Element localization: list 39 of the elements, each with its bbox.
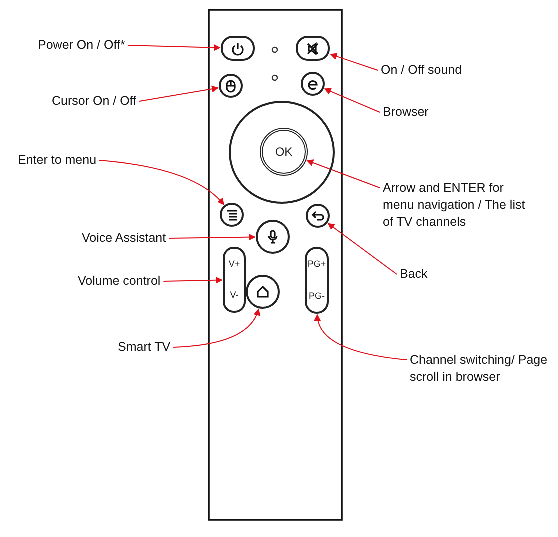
voice-button xyxy=(256,220,290,254)
leader-line xyxy=(330,53,378,71)
callout-label: Smart TV xyxy=(118,339,171,356)
leader-line xyxy=(99,160,225,206)
callout-label: Channel switching/ Page scroll in browser xyxy=(410,352,548,386)
channel-rocker xyxy=(305,247,329,314)
callout-label: Arrow and ENTER for menu navigation / The list of TV channels xyxy=(383,180,535,231)
callout-label: Browser xyxy=(383,104,429,121)
button-label: PG- xyxy=(308,290,325,302)
leader-line xyxy=(328,223,398,275)
leader-line xyxy=(173,308,260,348)
home-button xyxy=(246,275,280,309)
button-label: OK xyxy=(275,146,293,158)
cursor-button xyxy=(219,74,243,98)
callout-label: Back xyxy=(400,266,428,283)
mute-button xyxy=(296,36,330,61)
power-button xyxy=(221,36,255,61)
ok-button xyxy=(260,128,308,176)
button-label: PG+ xyxy=(308,259,326,270)
leader-line xyxy=(306,160,380,188)
leader-line xyxy=(324,88,380,113)
callout-label: Enter to menu xyxy=(18,152,97,169)
leader-line xyxy=(139,86,220,102)
callout-label: Voice Assistant xyxy=(82,230,166,247)
callout-label: Volume control xyxy=(78,273,161,290)
back-button xyxy=(306,204,330,228)
browser-button xyxy=(301,72,325,96)
callout-label: On / Off sound xyxy=(381,62,462,79)
navigation-ring xyxy=(229,101,335,204)
button-label: V- xyxy=(230,290,239,301)
menu-button xyxy=(220,203,244,227)
leader-line xyxy=(168,234,256,241)
leader-line xyxy=(314,314,408,360)
volume-rocker xyxy=(223,247,246,313)
button-label: V+ xyxy=(228,259,240,270)
callout-label: Power On / Off* xyxy=(38,37,126,54)
leader-line xyxy=(128,44,221,52)
leader-line xyxy=(163,276,223,284)
callout-label: Cursor On / Off xyxy=(52,93,137,110)
